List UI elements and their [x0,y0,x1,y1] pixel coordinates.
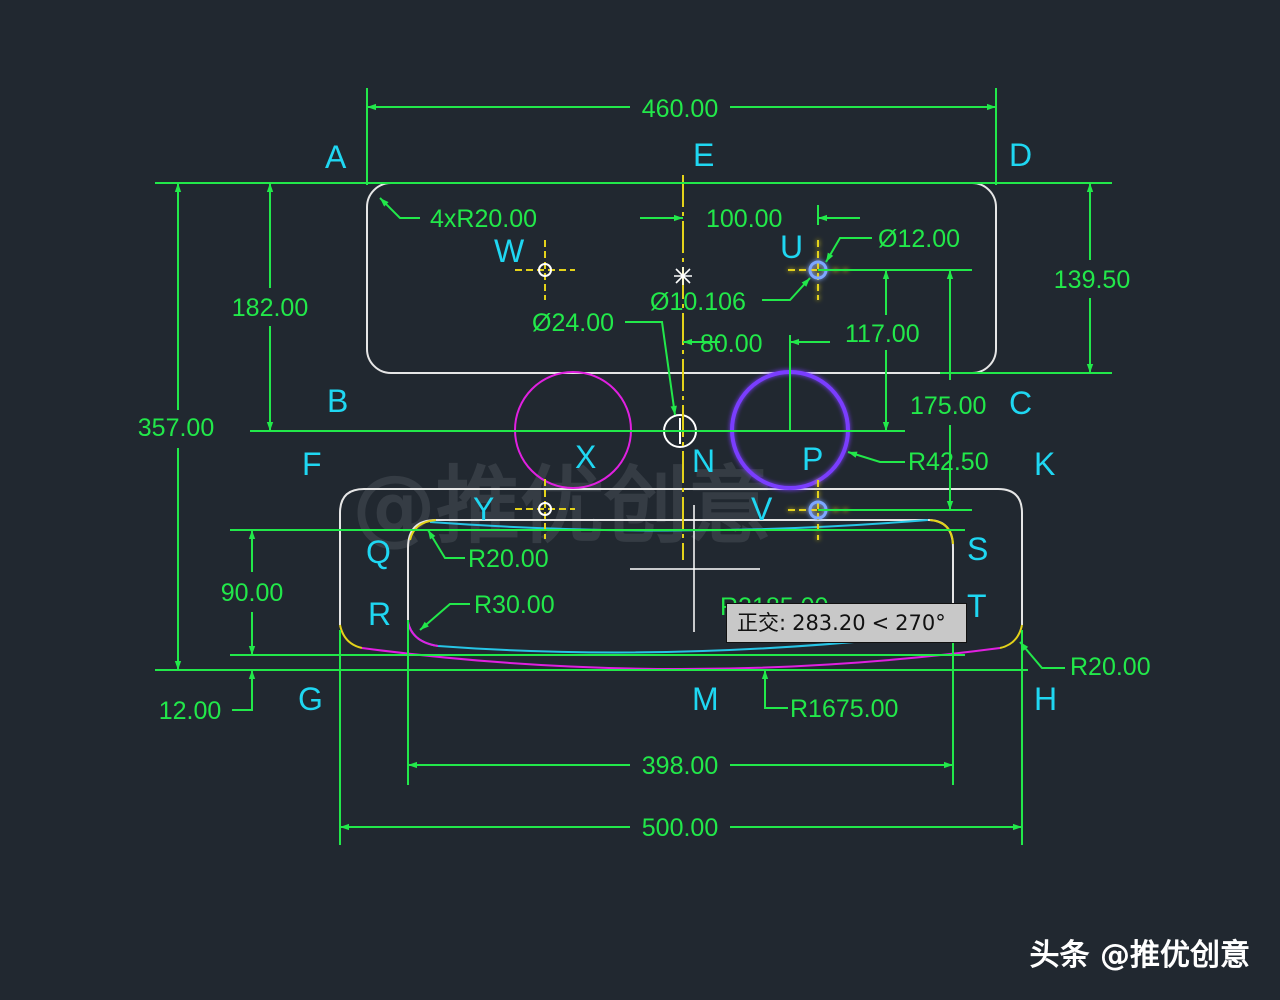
leader-dia24 [625,321,677,416]
point-label-c: C [1009,385,1032,421]
point-label-p: P [802,441,823,477]
dynamic-input-tooltip[interactable]: 正交:283.20<270° [726,603,967,643]
dim-text-100: 100.00 [706,205,782,233]
dim-text-175: 175.00 [910,392,986,420]
dim-text-12: 12.00 [159,697,222,725]
dim-text-117: 117.00 [845,320,920,348]
bottom-plate-outline[interactable] [339,488,1023,625]
snap-marker [674,267,692,285]
dim-text-90: 90.00 [221,579,284,607]
point-label-b: B [327,383,348,419]
dim-12-leader [232,670,256,711]
dim-text-r30: R30.00 [474,591,555,619]
watermark: @推优创意 [352,457,772,555]
point-label-a: A [325,139,347,175]
footer-credit: 头条 @推优创意 [1029,938,1250,973]
point-label-n: N [692,443,715,479]
point-label-v: V [751,491,773,527]
tooltip-separator: < [871,611,890,635]
dim-text-r1675: R1675.00 [790,695,898,723]
dim-text-dia10: Ø10.106 [650,288,746,316]
point-label-e: E [693,137,714,173]
dim-text-r20-left: R20.00 [468,545,549,573]
point-label-r: R [368,596,391,632]
leader-r30 [419,603,470,631]
fillet-arc-r30[interactable] [407,621,439,647]
fillet-arc-s[interactable] [929,519,954,545]
point-label-s: S [967,531,988,567]
point-label-t: T [967,588,987,624]
point-label-m: M [692,681,719,717]
tooltip-length-value[interactable]: 283.20 [792,611,866,635]
point-label-u: U [780,229,803,265]
point-label-q: Q [366,534,391,570]
leader-r20-left [427,529,465,559]
leader-dia12 [825,237,872,263]
hole-w[interactable] [515,240,575,300]
dim-text-dia12: Ø12.00 [878,225,960,253]
dim-text-dia24: Ø24.00 [532,309,614,337]
dim-text-182: 182.00 [232,294,308,322]
dim-text-r20-right: R20.00 [1070,653,1151,681]
tooltip-mode-label: 正交: [737,611,787,635]
point-label-x: X [575,439,596,475]
dim-text-4xr20: 4xR20.00 [430,205,537,233]
tooltip-angle-value[interactable]: 270° [895,611,946,635]
leader-4xr20 [379,197,420,219]
leader-dia10 [762,277,811,301]
point-label-h: H [1034,681,1057,717]
dim-text-139-50: 139.50 [1054,266,1130,294]
dim-text-460: 460.00 [642,95,718,123]
point-label-g: G [298,681,323,717]
point-label-d: D [1009,137,1032,173]
fillet-arc-g[interactable] [339,624,363,649]
fillet-arc-q[interactable] [409,519,437,541]
point-label-w: W [494,233,525,269]
fillet-arc-h[interactable] [999,624,1023,649]
point-label-k: K [1034,446,1055,482]
dim-text-398: 398.00 [642,752,718,780]
dim-text-80: 80.00 [700,330,763,358]
cursor-crosshair [630,505,760,632]
leader-r20-right [1019,641,1065,669]
dim-text-500: 500.00 [642,814,718,842]
leader-r42 [847,451,905,463]
dim-text-357: 357.00 [138,414,214,442]
point-label-f: F [302,446,322,482]
leader-r1675 [761,670,788,709]
point-label-y: Y [473,491,494,527]
dim-text-r42: R42.50 [908,448,989,476]
